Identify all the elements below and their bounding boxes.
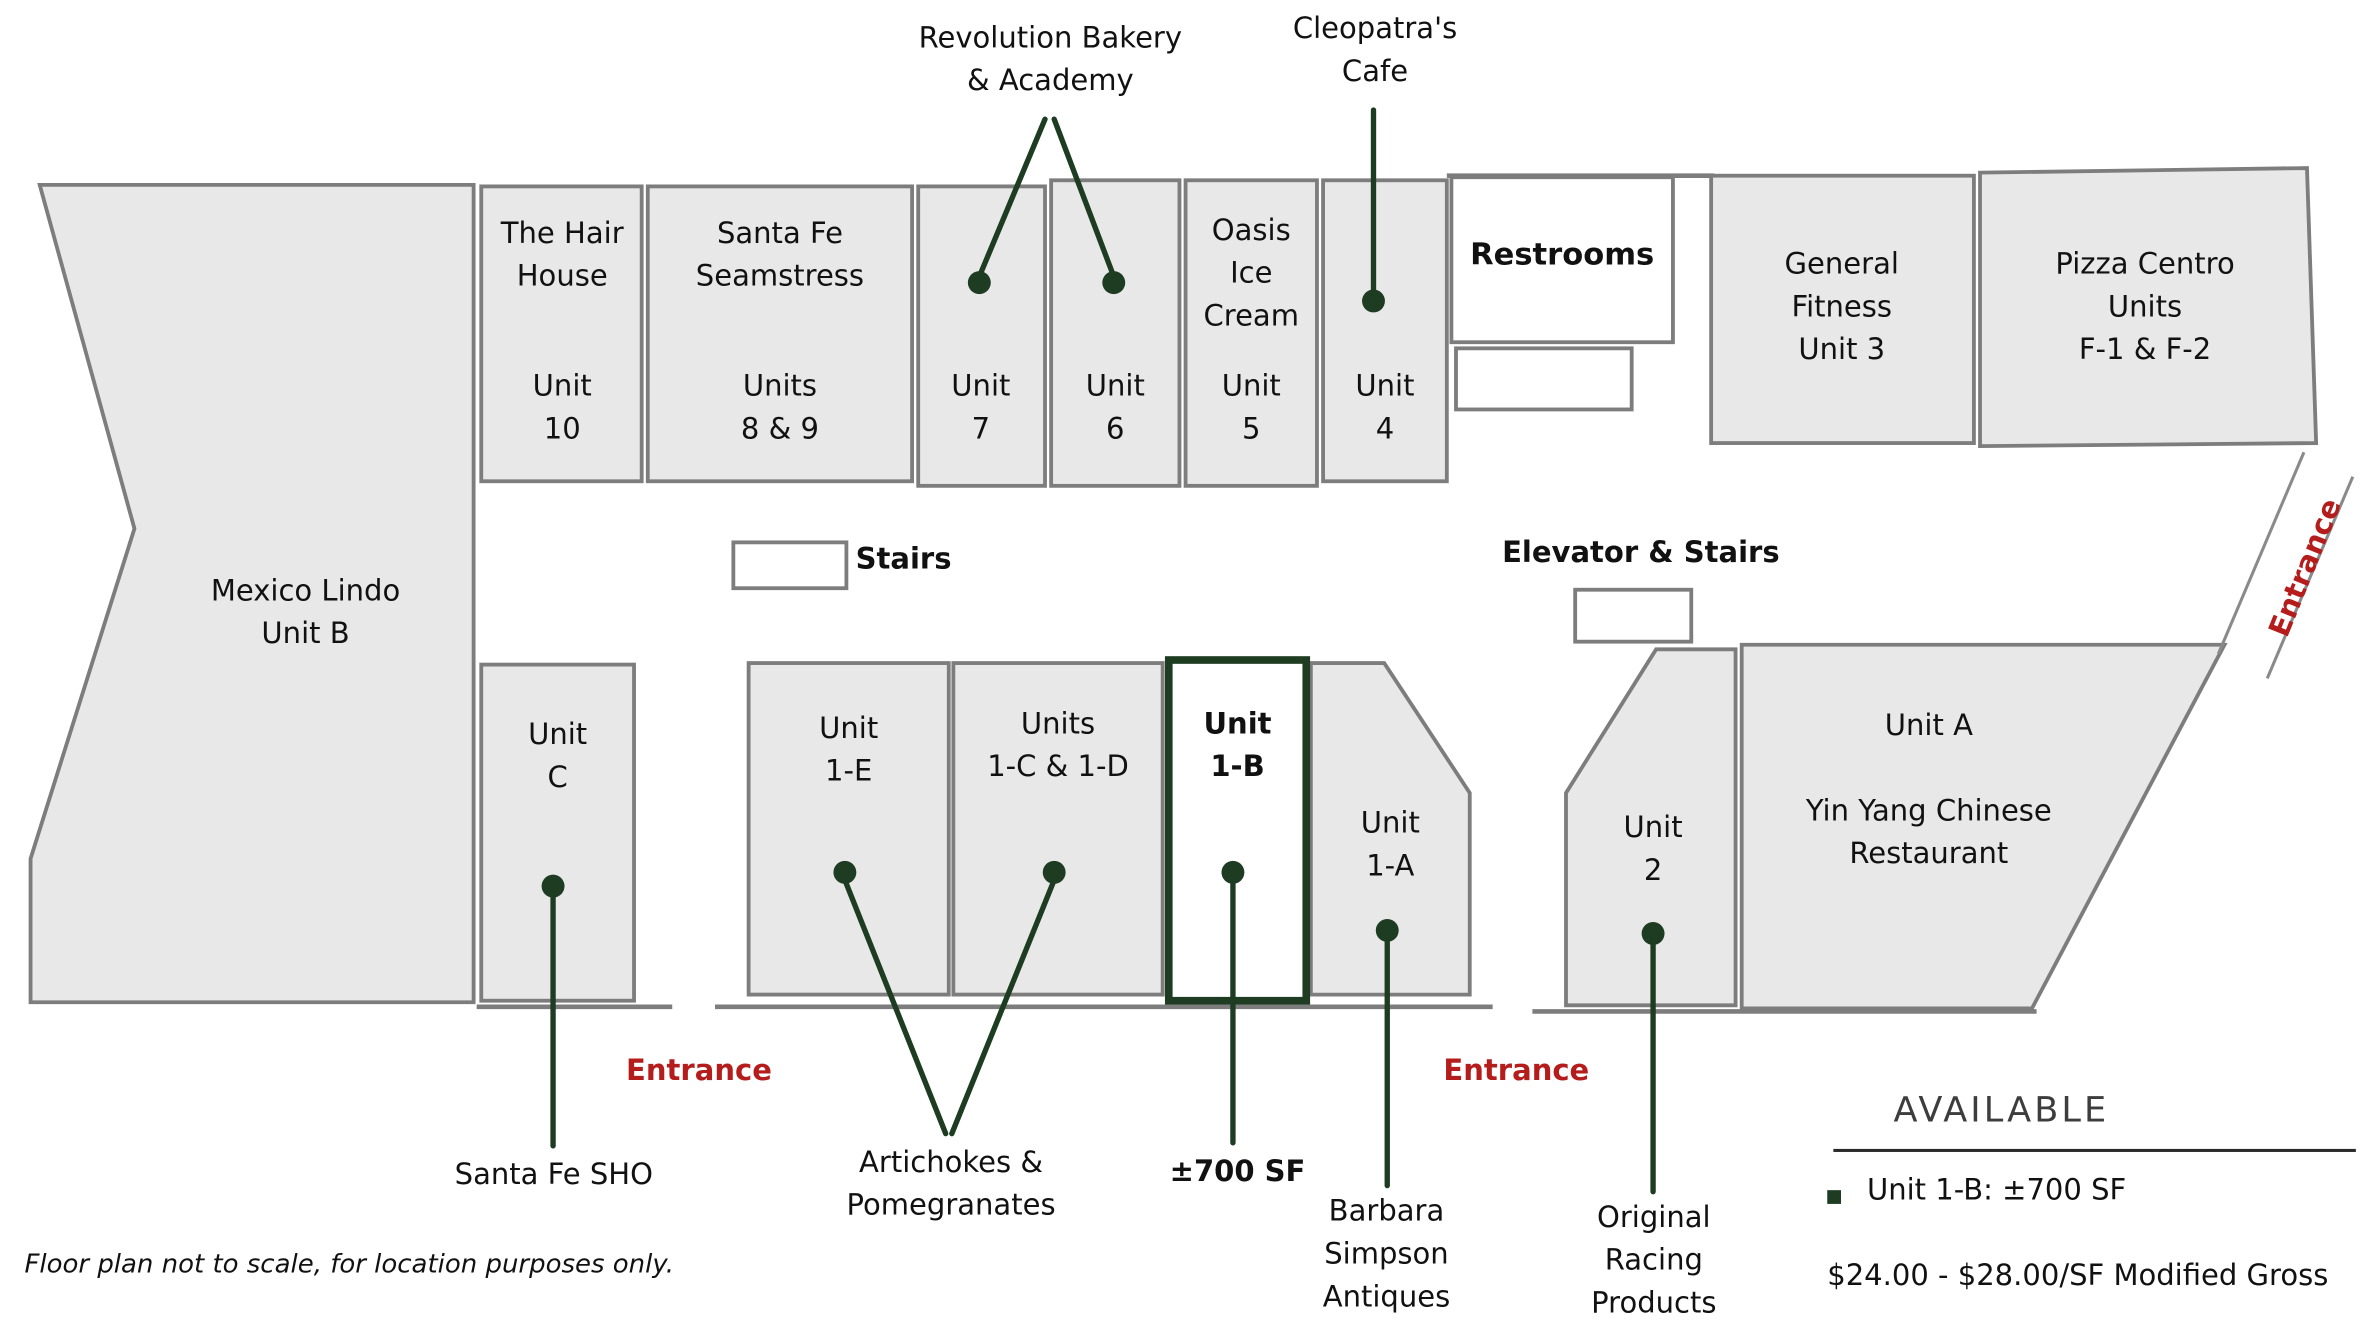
restrooms-shape	[1449, 175, 1675, 345]
unit-10-number: Unit 10	[532, 369, 592, 446]
unit-10-name: The Hair House	[500, 216, 624, 294]
units-8-9-number: Units 8 & 9	[740, 369, 819, 446]
revolution-leader-left	[976, 116, 1048, 280]
unit-4-shape	[1321, 178, 1449, 484]
unit-4-number: Unit 4	[1355, 369, 1415, 446]
available-pricing: $24.00 - $28.00/SF Modified Gross	[1827, 1258, 2329, 1293]
unit-1a-shape	[1308, 661, 1472, 997]
unit-1e-shape	[746, 661, 951, 997]
unit-7-shape	[916, 184, 1047, 488]
unit-b-shape	[28, 182, 476, 1005]
unit-5-name: Oasis Ice Cream	[1203, 213, 1300, 333]
cleopatras-cafe-callout: Cleopatra's Cafe	[1292, 12, 1458, 89]
santa-fe-sho-dot	[541, 874, 565, 898]
walkway-line-outer	[2265, 476, 2355, 679]
units-1c-1d-number: Units 1-C & 1-D	[987, 707, 1129, 784]
units-8-9-name: Santa Fe Seamstress	[695, 216, 865, 294]
walkway-line-inner	[2216, 451, 2306, 655]
revolution-dot-unit6	[1102, 271, 1126, 295]
revolution-leader-right	[1051, 116, 1117, 280]
units-1c-1d-shape	[951, 661, 1165, 997]
stairs-label: Stairs	[855, 542, 952, 576]
artichokes-dot-1cd	[1042, 860, 1066, 884]
restrooms-annex-shape	[1454, 346, 1634, 412]
footnote: Floor plan not to scale, for location pu…	[24, 1249, 674, 1281]
original-racing-callout: Original Racing Products	[1591, 1200, 1717, 1320]
unit-1b-dot	[1221, 860, 1245, 884]
unit-a-label: Unit A Yin Yang Chinese Restaurant	[1805, 708, 2052, 871]
cleopatras-dot	[1362, 289, 1385, 313]
artichokes-leader-left	[842, 877, 949, 1137]
elevator-shape	[1573, 587, 1694, 644]
original-racing-dot	[1641, 922, 1665, 945]
revolution-bakery-callout: Revolution Bakery & Academy	[918, 21, 1183, 98]
artichokes-callout: Artichokes & Pomegranates	[846, 1145, 1056, 1223]
unit-1b-number: Unit 1-B	[1203, 707, 1272, 784]
barbara-simpson-callout: Barbara Simpson Antiques	[1322, 1194, 1451, 1314]
unit-10-shape	[479, 184, 644, 484]
unit-5-number: Unit 5	[1221, 369, 1281, 446]
units-8-9-shape	[645, 184, 915, 484]
unit-1b-shape	[1164, 656, 1311, 1005]
unit-6-shape	[1049, 178, 1182, 488]
restrooms-label: Restrooms	[1470, 235, 1655, 272]
artichokes-leader-right	[949, 877, 1057, 1137]
available-item: Unit 1-B: ±700 SF	[1866, 1173, 2127, 1207]
unit-1b-size-callout: ±700 SF	[1169, 1155, 1306, 1189]
elevator-stairs-label: Elevator & Stairs	[1502, 536, 1780, 570]
unit-1a-number: Unit 1-A	[1360, 806, 1420, 883]
santa-fe-sho-callout: Santa Fe SHO	[454, 1158, 653, 1192]
unit-7-number: Unit 7	[951, 369, 1011, 446]
unit-a-shape	[1739, 642, 2228, 1011]
available-rule	[1833, 1148, 2356, 1152]
unit-1e-number: Unit 1-E	[819, 711, 879, 789]
available-title: AVAILABLE	[1893, 1090, 2110, 1131]
unit-3-label: General Fitness Unit 3	[1784, 247, 1899, 367]
unit-6-number: Unit 6	[1085, 369, 1145, 446]
unit-c-shape	[479, 662, 636, 1003]
revolution-dot-unit7	[967, 271, 991, 295]
entrance-left-label: Entrance	[626, 1054, 772, 1088]
units-f1-f2-label: Pizza Centro Units F-1 & F-2	[2055, 247, 2235, 367]
barbara-dot	[1375, 918, 1399, 942]
units-f1-f2-shape	[1978, 166, 2319, 449]
entrance-middle-label: Entrance	[1443, 1054, 1590, 1088]
unit-c-number: Unit C	[528, 718, 588, 795]
unit-2-number: Unit 2	[1623, 811, 1683, 888]
unit-3-shape	[1709, 173, 1976, 445]
available-bullet-icon	[1827, 1190, 1841, 1204]
stairs-shape	[731, 540, 849, 591]
unit-5-shape	[1183, 178, 1319, 488]
unit-b-label: Mexico Lindo Unit B	[210, 574, 401, 651]
artichokes-dot-1e	[833, 860, 857, 884]
